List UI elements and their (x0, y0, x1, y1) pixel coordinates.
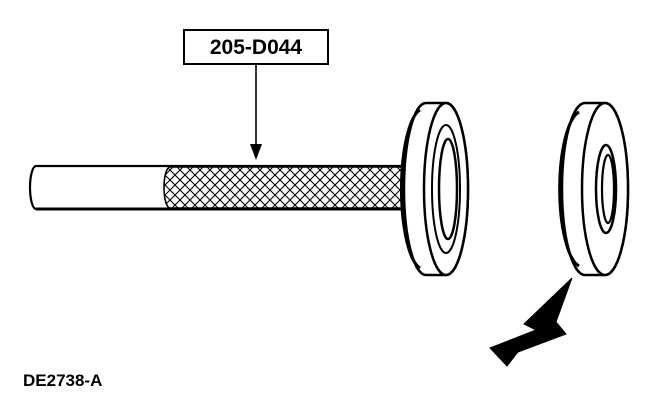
driver-head-edge-shade (399, 108, 421, 270)
seal-installer-tool-icon (28, 101, 470, 277)
tool-driver-head (399, 101, 470, 277)
oil-seal-icon (558, 101, 630, 277)
tool-knurled-grip (163, 166, 411, 209)
figure-id: DE2738-A (23, 371, 102, 390)
driver-head-inner-lip (437, 137, 459, 241)
tool-callout: 205-D044 (183, 29, 329, 160)
seal-edge-shade (558, 110, 580, 268)
callout-label: 205-D044 (210, 36, 303, 59)
direction-arrow (489, 277, 573, 367)
callout-arrowhead (250, 144, 262, 160)
callout-box (183, 29, 329, 65)
seal-bore-inner-lip (600, 153, 616, 225)
driver-head-inner-step (431, 124, 461, 254)
seal-bore (594, 143, 618, 235)
installation-direction-arrow-icon (489, 277, 573, 367)
